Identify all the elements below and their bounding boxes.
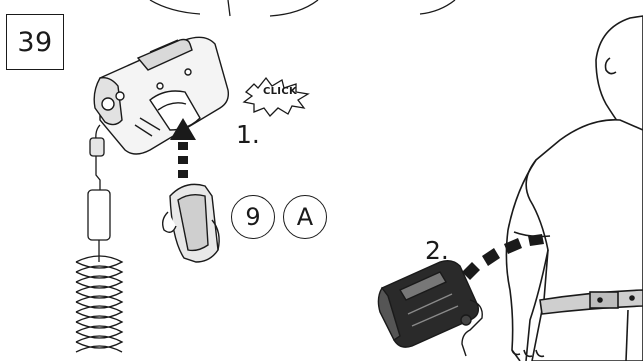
top-arcs-decoration: [149, 0, 456, 17]
part-ref-a: A: [283, 195, 327, 239]
step-number-box: 39: [6, 14, 64, 70]
part-ref-9: 9: [231, 195, 275, 239]
click-badge-label: CLICK: [262, 86, 298, 97]
step-number: 39: [17, 26, 53, 58]
battery-unit-dark-icon: [377, 259, 483, 357]
person-figure-icon: [505, 15, 643, 361]
click-burst-icon: [242, 76, 310, 117]
step-1-label: 1.: [236, 120, 260, 149]
step-2-label: 2.: [425, 236, 449, 265]
battery-unit-icon: [93, 36, 230, 155]
belt-clip-icon: [161, 183, 220, 263]
coiled-cable-icon: [75, 124, 124, 353]
insert-arrow-icon: [170, 118, 196, 178]
